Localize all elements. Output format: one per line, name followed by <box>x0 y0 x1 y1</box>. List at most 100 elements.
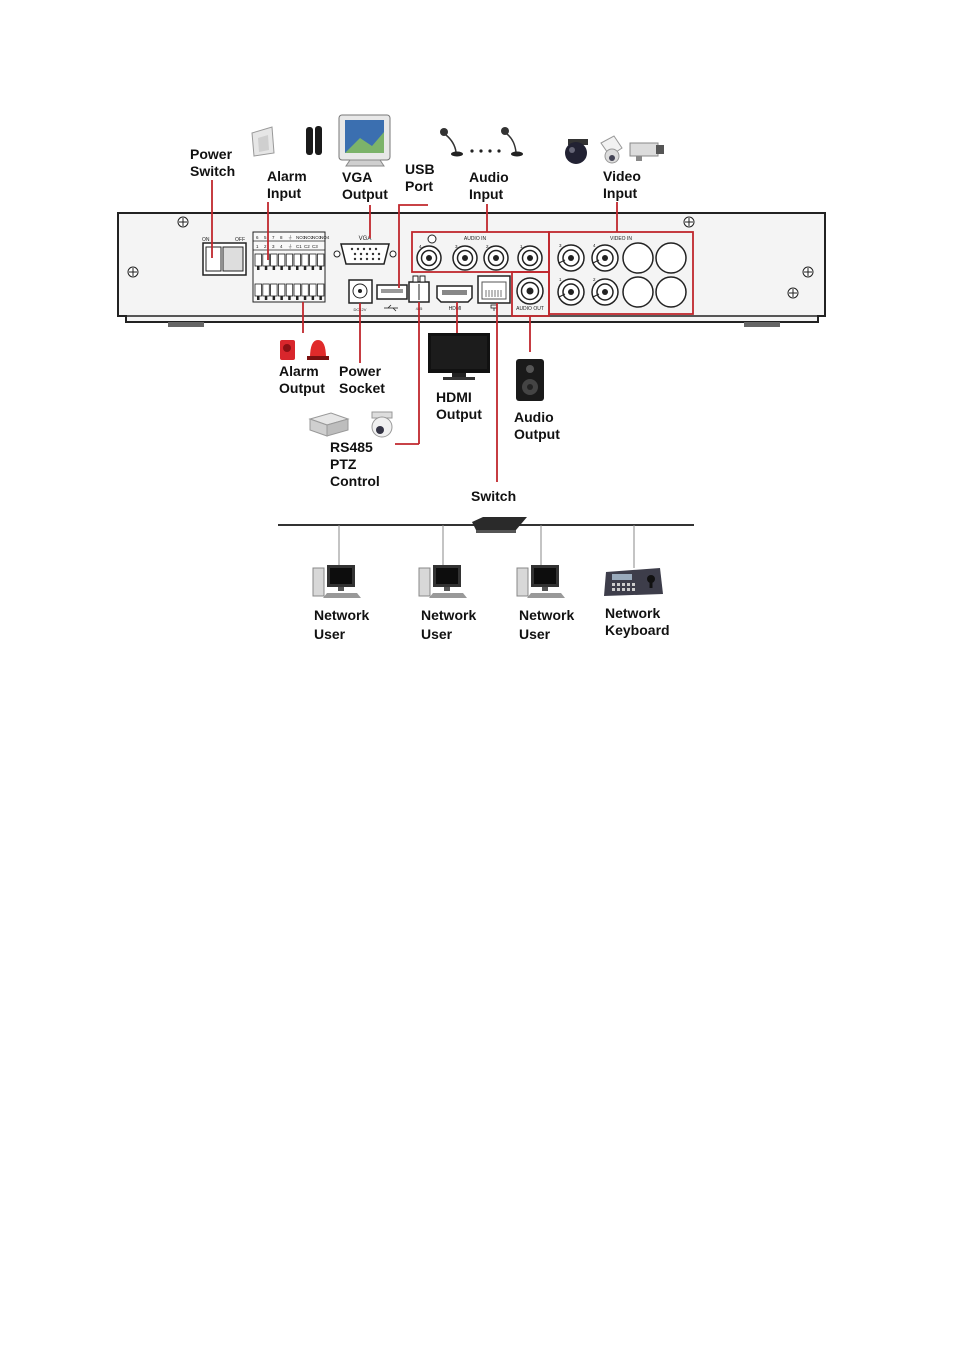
alarm-bottom-text: ⏚ <box>288 243 293 249</box>
screw-icon <box>127 216 814 299</box>
pc-icon <box>418 565 467 598</box>
alarm-input-label: Alarm Input <box>267 168 307 202</box>
alarm-pin <box>285 253 294 270</box>
video-in-bnc <box>557 278 585 306</box>
label-line: Input <box>603 185 638 201</box>
tv-icon <box>428 333 490 380</box>
switch-label: Switch <box>471 488 516 505</box>
label-line: HDMI <box>436 389 472 405</box>
alarm-bottom-text: C1 <box>296 244 302 249</box>
label-line: Output <box>342 186 388 202</box>
hdmi-output-label: HDMI Output <box>436 389 482 423</box>
alarm-pin <box>316 253 325 270</box>
network-drop-lines <box>338 525 635 568</box>
usb-port-label: USB Port <box>405 161 435 195</box>
video-in-bnc <box>557 244 585 272</box>
alarm-pin <box>309 283 317 300</box>
video-knockout <box>655 242 687 274</box>
alarm-bottom-text: 4 <box>280 244 283 249</box>
alarm-top-text: NO1 <box>296 235 306 240</box>
alarm-bottom-text: C3 <box>312 244 318 249</box>
video-knockout <box>622 242 654 274</box>
audio-in-connector <box>483 245 509 271</box>
alarm-pin <box>301 283 309 300</box>
label-line: User <box>519 626 551 642</box>
label-line: User <box>421 626 453 642</box>
audio-out-connector <box>516 277 544 305</box>
audio-in-text: AUDIO IN <box>464 236 487 242</box>
video-input-label: Video Input <box>603 168 641 202</box>
alarm-top-text: 7 <box>272 235 275 240</box>
alarm-pin <box>254 253 262 270</box>
network-user-label-3: Network User <box>519 606 574 644</box>
vga-port <box>333 243 397 265</box>
audio-output-label: Audio Output <box>514 409 560 443</box>
video-in-highlight <box>548 231 694 315</box>
alarm-top-text: NO3 <box>312 235 322 240</box>
power-socket <box>348 279 373 304</box>
label-line: Alarm <box>279 363 319 379</box>
alarm-top-text: NO2 <box>304 235 314 240</box>
usb-port <box>376 284 408 300</box>
alarm-pin <box>254 283 262 300</box>
rs485-ptz-label: RS485 PTZ Control <box>330 439 380 490</box>
pc-icon <box>516 565 565 598</box>
audio-in-number: 2 <box>486 244 489 249</box>
video-in-bnc <box>591 278 619 306</box>
video-in-bnc <box>591 244 619 272</box>
label-line: Output <box>436 406 482 422</box>
usb-callout-line <box>398 204 428 288</box>
audio-in-number: 3 <box>455 244 458 249</box>
video-in-number: 3 <box>559 243 562 248</box>
network-user-label-2: Network User <box>421 606 476 644</box>
video-in-number: 4 <box>593 243 596 248</box>
camera-icon <box>565 135 664 164</box>
label-line: Socket <box>339 380 385 396</box>
vga-output-label: VGA Output <box>342 169 388 203</box>
label-line: Audio <box>514 409 554 425</box>
label-line: PTZ <box>330 456 357 472</box>
label-line: Alarm <box>267 168 307 184</box>
network-switch-icon <box>472 517 527 533</box>
audio-out-text: AUDIO OUT <box>516 306 544 312</box>
video-in-connectors: 3 4 1 2 <box>557 242 687 308</box>
alarm-top-text: 8 <box>280 235 283 240</box>
video-in-number: 2 <box>593 277 596 282</box>
label-line: Network <box>421 607 477 623</box>
alarm-pin <box>293 253 301 270</box>
label-line: Port <box>405 178 433 194</box>
label-line: Power <box>190 146 233 162</box>
label-line: RS485 <box>330 439 373 455</box>
ethernet-port <box>477 275 511 304</box>
video-in-text: VIDEO IN <box>610 236 632 242</box>
alarm-pin <box>301 253 309 270</box>
video-knockout <box>622 276 654 308</box>
audio-in-number: 4 <box>419 244 422 249</box>
alarm-terminal-pins <box>254 253 325 300</box>
alarm-top-text: ⏚ <box>288 234 293 240</box>
audio-in-connector <box>416 245 442 271</box>
ptz-camera-icon <box>308 411 393 438</box>
label-line: Output <box>514 426 560 442</box>
panel-screw <box>427 234 437 244</box>
alarm-bottom-text: 2 <box>264 244 267 249</box>
callout-lines-red <box>211 180 618 482</box>
video-in-number: 1 <box>559 277 562 282</box>
alarm-bottom-text: C2 <box>304 244 310 249</box>
network-user-label-1: Network User <box>314 606 369 644</box>
alarm-pin <box>309 253 317 270</box>
alarm-pin <box>316 283 325 300</box>
alarm-top-text: 6 <box>256 235 259 240</box>
alarm-pin <box>277 283 286 300</box>
alarm-pin <box>270 253 278 270</box>
label-line: Power <box>339 363 382 379</box>
vga-panel-text: VGA <box>359 236 372 242</box>
ptz-keyboard-icon <box>604 568 663 596</box>
power-switch-label: Power Switch <box>190 146 235 180</box>
usb-symbol-icon <box>384 304 398 312</box>
label-line: Audio <box>469 169 509 185</box>
audio-in-number: 1 <box>520 244 523 249</box>
microphone-icon <box>440 127 523 157</box>
